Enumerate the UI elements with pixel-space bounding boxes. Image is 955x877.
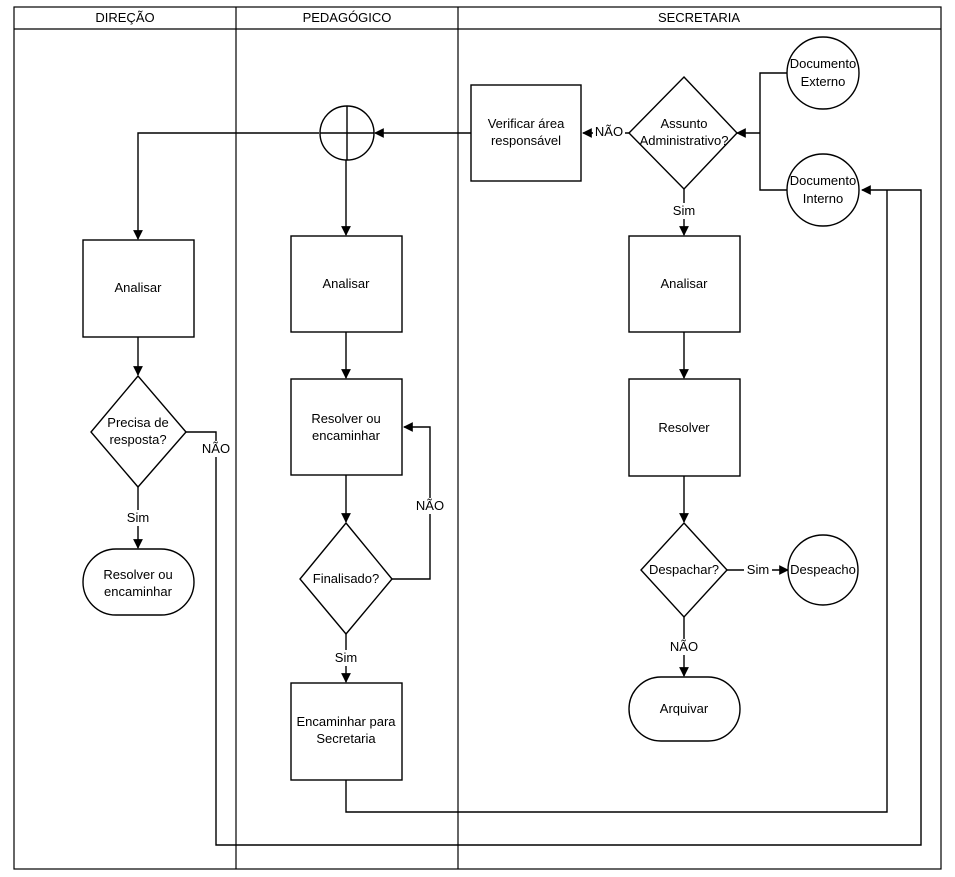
node-direcao-analisar: Analisar: [82, 239, 195, 338]
node-secretaria-analisar: Analisar: [628, 235, 741, 333]
connector-junction-direcao: [133, 132, 319, 240]
svg-text:Verificar área: Verificar área: [488, 116, 565, 131]
svg-text:Analisar: Analisar: [323, 276, 371, 291]
node-despachar: Despachar?: [640, 521, 728, 619]
svg-text:Analisar: Analisar: [115, 280, 163, 295]
node-documento-externo: Documento Externo: [786, 36, 860, 110]
svg-text:Documento: Documento: [790, 173, 856, 188]
svg-text:Precisa de: Precisa de: [107, 415, 168, 430]
connector-precisa-nao: [186, 185, 922, 846]
node-pedagogico-analisar: Analisar: [290, 235, 403, 333]
svg-text:Finalisado?: Finalisado?: [313, 571, 380, 586]
label-nao-assunto: NÃO: [595, 124, 623, 139]
connector-doc-externo: [759, 72, 787, 133]
svg-text:Secretaria: Secretaria: [316, 731, 376, 746]
node-pedagogico-resolver-encaminhar: Resolver ou encaminhar: [290, 378, 403, 476]
svg-text:Despachar?: Despachar?: [649, 562, 719, 577]
node-precisa-resposta: Precisa de resposta?: [90, 374, 187, 489]
svg-text:Resolver ou: Resolver ou: [311, 411, 380, 426]
node-despeacho: Despeacho: [787, 534, 859, 606]
junction-circle: [319, 105, 375, 161]
node-verificar-area: Verificar área responsável: [470, 84, 582, 182]
svg-text:Externo: Externo: [801, 74, 846, 89]
svg-text:Resolver: Resolver: [658, 420, 710, 435]
label-sim-finalisado: Sim: [335, 650, 357, 665]
node-documento-interno: Documento Interno: [786, 153, 860, 227]
svg-text:Documento: Documento: [790, 56, 856, 71]
edge-labels: NÃO Sim NÃO Sim NÃO Sim Sim NÃO: [124, 124, 772, 666]
connector-encaminhar-secretaria: [345, 190, 888, 813]
svg-text:resposta?: resposta?: [109, 432, 166, 447]
svg-text:Resolver ou: Resolver ou: [103, 567, 172, 582]
label-sim-precisa: Sim: [127, 510, 149, 525]
connector-doc-interno: [759, 133, 787, 191]
lane-header-direcao: DIREÇÃO: [95, 10, 154, 25]
svg-text:responsável: responsável: [491, 133, 561, 148]
label-sim-despachar: Sim: [747, 562, 769, 577]
node-assunto-administrativo: Assunto Administrativo?: [628, 75, 738, 191]
svg-text:Assunto: Assunto: [661, 116, 708, 131]
label-nao-despachar: NÃO: [670, 639, 698, 654]
lane-header-secretaria: SECRETARIA: [658, 10, 740, 25]
svg-text:Arquivar: Arquivar: [660, 701, 709, 716]
node-finalisado: Finalisado?: [299, 521, 393, 636]
svg-text:Interno: Interno: [803, 191, 843, 206]
node-direcao-resolver-encaminhar: Resolver ou encaminhar: [82, 548, 195, 616]
lane-header-pedagogico: PEDAGÓGICO: [303, 10, 392, 25]
svg-text:Analisar: Analisar: [661, 276, 709, 291]
svg-text:Administrativo?: Administrativo?: [640, 133, 729, 148]
node-encaminhar-secretaria: Encaminhar para Secretaria: [290, 682, 403, 781]
label-sim-assunto: Sim: [673, 203, 695, 218]
svg-text:Encaminhar para: Encaminhar para: [297, 714, 397, 729]
label-nao-finalisado: NÃO: [416, 498, 444, 513]
svg-text:Despeacho: Despeacho: [790, 562, 856, 577]
svg-text:encaminhar: encaminhar: [312, 428, 381, 443]
label-nao-precisa: NÃO: [202, 441, 230, 456]
node-secretaria-resolver: Resolver: [628, 378, 741, 477]
svg-text:encaminhar: encaminhar: [104, 584, 173, 599]
swimlane-frame: [13, 6, 942, 870]
node-arquivar: Arquivar: [628, 676, 741, 742]
